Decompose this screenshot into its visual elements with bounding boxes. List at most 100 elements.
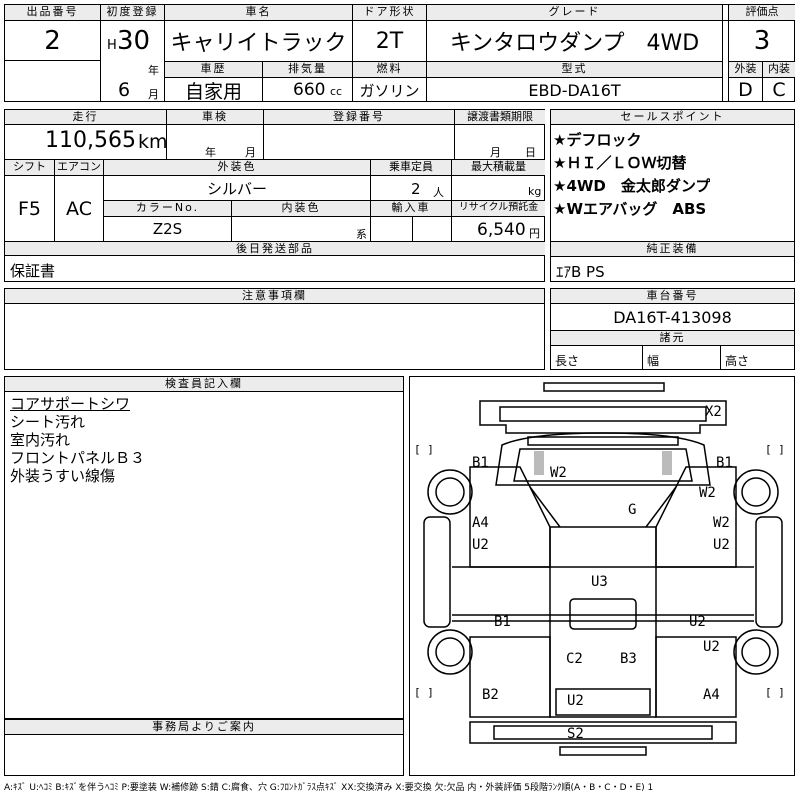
interior-color-label: 内装色	[232, 201, 370, 216]
exterior-color-label: 外装色	[104, 160, 370, 175]
interior-series-unit: 系	[356, 228, 367, 241]
mileage-value: 110,565	[45, 128, 136, 153]
shift-value: F5	[17, 197, 42, 220]
mark-bracket-left-rear: [ ]	[414, 686, 434, 699]
mileage-unit: km	[138, 131, 168, 153]
lot-no-value: 2	[44, 25, 61, 56]
car-name-value: キャリイトラック	[170, 31, 347, 56]
mark-w2-right: W2	[713, 515, 730, 531]
year-value: 30	[117, 26, 151, 56]
history-label: 車歴	[165, 62, 262, 77]
sales-points-title: セールスポイント	[551, 110, 794, 124]
recycle-value: 6,540	[477, 220, 526, 240]
year-unit: 年	[148, 64, 159, 77]
grade-label: グレード	[427, 5, 722, 20]
dimensions-title: 諸元	[551, 331, 794, 345]
mark-g: G	[628, 502, 637, 518]
mark-b1-left: B1	[472, 455, 489, 471]
mark-w2-center: W2	[550, 465, 567, 481]
mark-x2: X2	[705, 404, 722, 420]
shift-label: シフト	[5, 160, 54, 175]
door-value: 2T	[375, 28, 404, 54]
inspector-line-4: フロントパネルＢ３	[10, 449, 146, 467]
mark-u2-bottom: U2	[567, 693, 584, 709]
mark-a4-right: A4	[703, 687, 720, 703]
damage-diagram: X2 [ ] [ ] B1 W2 B1 W2 G A4 W2 U2 U2 U3 …	[409, 376, 795, 776]
mark-u2-left: U2	[472, 537, 489, 553]
caution-title: 注意事項欄	[5, 289, 544, 303]
mark-bracket-right-front: [ ]	[765, 443, 785, 456]
width-label: 幅	[647, 354, 660, 368]
capacity-label: 乗車定員	[371, 160, 451, 175]
later-parts-value: 保証書	[10, 262, 56, 280]
score-label: 評価点	[729, 5, 795, 20]
exterior-color-value: シルバー	[206, 179, 267, 198]
lot-no-label: 出品番号	[5, 5, 100, 20]
inspector-line-1: コアサポートシワ	[10, 395, 131, 413]
legend-text: A:ｷｽﾞ U:ﾍｺﾐ B:ｷｽﾞを伴うﾍｺﾐ P:要塗装 W:補修跡 S:錆 …	[4, 783, 654, 793]
sales-point-4: ★Wエアバッグ ABS	[553, 200, 707, 218]
mark-u3: U3	[591, 574, 608, 590]
displacement-label: 排気量	[263, 62, 352, 77]
inspector-block	[4, 376, 404, 719]
mark-b1-mid: B1	[494, 614, 511, 630]
import-label: 輸入車	[371, 201, 451, 216]
aircon-value: AC	[66, 197, 92, 220]
inspector-line-3: 室内汚れ	[10, 431, 71, 449]
mark-c2: C2	[566, 651, 583, 667]
max-load-label: 最大積載量	[452, 160, 545, 175]
height-label: 高さ	[725, 354, 750, 368]
mark-bracket-right-rear: [ ]	[765, 686, 785, 699]
inspection-label: 車検	[167, 110, 263, 124]
transfer-month-unit: 月	[490, 146, 501, 159]
color-no-label: カラーNo.	[104, 201, 231, 216]
header-block	[4, 4, 795, 102]
vehicle-outline-diagram	[423, 382, 783, 756]
mark-b1-right: B1	[716, 455, 733, 471]
capacity-value: 2	[411, 180, 421, 198]
door-label: ドア形状	[353, 5, 426, 20]
chassis-title: 車台番号	[551, 289, 794, 303]
office-title: 事務局よりご案内	[5, 720, 403, 734]
fuel-value: ガソリン	[359, 81, 420, 100]
chassis-value: DA16T-413098	[613, 307, 732, 327]
equipment-value: ｴｱB PS	[556, 263, 605, 281]
length-label: 長さ	[555, 354, 580, 368]
interior-grade-label: 内装	[763, 62, 795, 77]
month-value: 6	[118, 79, 131, 101]
later-parts-label: 後日発送部品	[5, 242, 545, 256]
capacity-unit: 人	[433, 186, 444, 199]
mark-b3: B3	[620, 651, 637, 667]
color-no-value: Z2S	[152, 220, 183, 238]
max-load-unit: kg	[528, 185, 542, 198]
recycle-unit: 円	[529, 227, 540, 240]
office-block	[4, 719, 404, 776]
sales-point-1: ★デフロック	[553, 131, 642, 149]
equipment-title: 純正装備	[551, 242, 794, 256]
month-unit: 月	[148, 88, 159, 101]
grade-value: キンタロウダンプ 4WD	[449, 31, 700, 56]
reg-no-label: 登録番号	[264, 110, 454, 124]
inspector-title: 検査員記入欄	[5, 377, 403, 391]
aircon-label: エアコン	[55, 160, 103, 175]
era-value: H	[107, 38, 117, 53]
mark-w2-right-top: W2	[699, 485, 716, 501]
inspection-month-unit: 月	[245, 146, 256, 159]
sales-point-2: ★ＨＩ／ＬＯＷ切替	[553, 154, 687, 172]
car-name-label: 車名	[165, 5, 352, 20]
later-parts-box	[4, 255, 545, 282]
mark-u2-mid: U2	[689, 614, 706, 630]
score-value: 3	[753, 26, 771, 56]
exterior-grade-value: D	[738, 79, 753, 101]
fuel-label: 燃料	[353, 62, 426, 77]
inspection-year-unit: 年	[205, 146, 216, 159]
inspector-line-2: シート汚れ	[10, 413, 86, 431]
transfer-day-unit: 日	[525, 146, 536, 159]
inspector-line-5: 外装うすい線傷	[10, 467, 116, 485]
mark-u2-right: U2	[713, 537, 730, 553]
mark-u2-rear-right: U2	[703, 639, 720, 655]
model-code-label: 型式	[427, 62, 722, 77]
mileage-label: 走行	[5, 110, 166, 124]
chassis-block	[550, 288, 795, 370]
displacement-unit: cc	[330, 85, 343, 98]
